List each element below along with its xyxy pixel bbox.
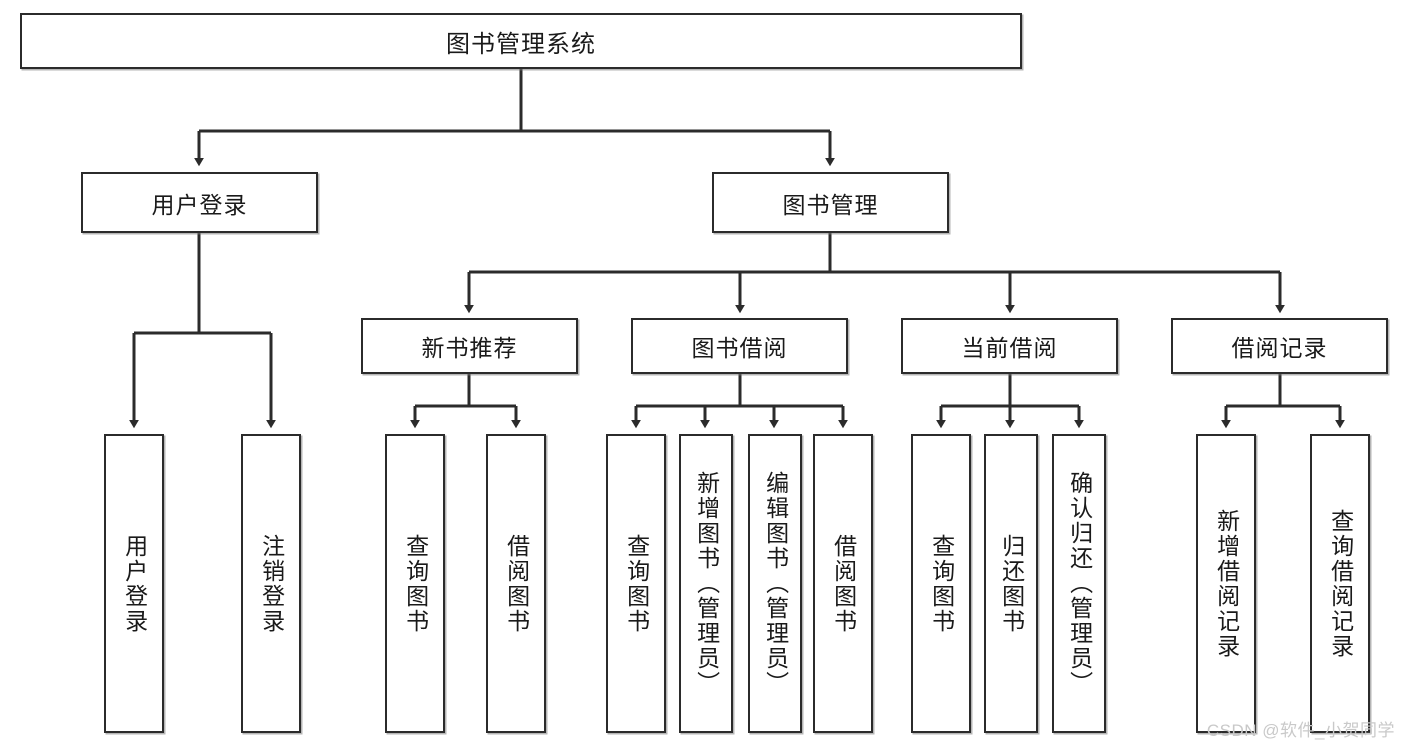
leaf-current-query-book[interactable]: 查询图书 (911, 434, 971, 733)
leaf-label: 查询图书 (623, 533, 650, 634)
leaf-borrow-add-book-admin[interactable]: 新增图书（管理员） (679, 434, 733, 733)
leaf-label: 查询图书 (928, 533, 955, 634)
leaf-label: 新增图书（管理员） (693, 471, 720, 696)
node-borrow-record[interactable]: 借阅记录 (1171, 318, 1388, 374)
node-current-borrow[interactable]: 当前借阅 (901, 318, 1118, 374)
leaf-current-return-book[interactable]: 归还图书 (984, 434, 1038, 733)
node-current-borrow-label: 当前借阅 (961, 335, 1058, 361)
leaf-label: 注销登录 (258, 533, 285, 634)
leaf-record-query-borrow-record[interactable]: 查询借阅记录 (1310, 434, 1370, 733)
node-root-label: 图书管理系统 (446, 30, 596, 58)
leaf-current-confirm-return-admin[interactable]: 确认归还（管理员） (1052, 434, 1106, 733)
node-book-management-label: 图书管理 (782, 191, 879, 218)
leaf-label: 编辑图书（管理员） (762, 471, 789, 696)
leaf-label: 查询图书 (402, 533, 429, 634)
leaf-record-add-borrow-record[interactable]: 新增借阅记录 (1196, 434, 1256, 733)
node-book-management[interactable]: 图书管理 (712, 172, 949, 233)
leaf-label: 归还图书 (998, 533, 1025, 634)
leaf-label: 用户登录 (121, 533, 148, 634)
node-user-login-label: 用户登录 (151, 191, 248, 218)
leaf-label: 新增借阅记录 (1213, 508, 1240, 659)
node-book-borrow[interactable]: 图书借阅 (631, 318, 848, 374)
leaf-label: 借阅图书 (503, 533, 530, 634)
leaf-borrow-edit-book-admin[interactable]: 编辑图书（管理员） (748, 434, 802, 733)
leaf-user-login-signin[interactable]: 用户登录 (104, 434, 164, 733)
leaf-borrow-query-book[interactable]: 查询图书 (606, 434, 666, 733)
node-book-borrow-label: 图书借阅 (691, 335, 788, 361)
leaf-label: 确认归还（管理员） (1066, 471, 1093, 696)
leaf-recommend-query-book[interactable]: 查询图书 (385, 434, 445, 733)
leaf-label: 借阅图书 (830, 533, 857, 634)
leaf-label: 查询借阅记录 (1327, 508, 1354, 659)
leaf-user-login-signout[interactable]: 注销登录 (241, 434, 301, 733)
node-new-book-recommend-label: 新书推荐 (421, 335, 518, 361)
node-new-book-recommend[interactable]: 新书推荐 (361, 318, 578, 374)
leaf-borrow-borrow-book[interactable]: 借阅图书 (813, 434, 873, 733)
csdn-watermark: CSDN @软件_小贺同学 (1206, 721, 1395, 740)
node-borrow-record-label: 借阅记录 (1231, 335, 1328, 361)
node-user-login[interactable]: 用户登录 (81, 172, 318, 233)
node-root-book-management-system[interactable]: 图书管理系统 (20, 13, 1022, 69)
leaf-recommend-borrow-book[interactable]: 借阅图书 (486, 434, 546, 733)
